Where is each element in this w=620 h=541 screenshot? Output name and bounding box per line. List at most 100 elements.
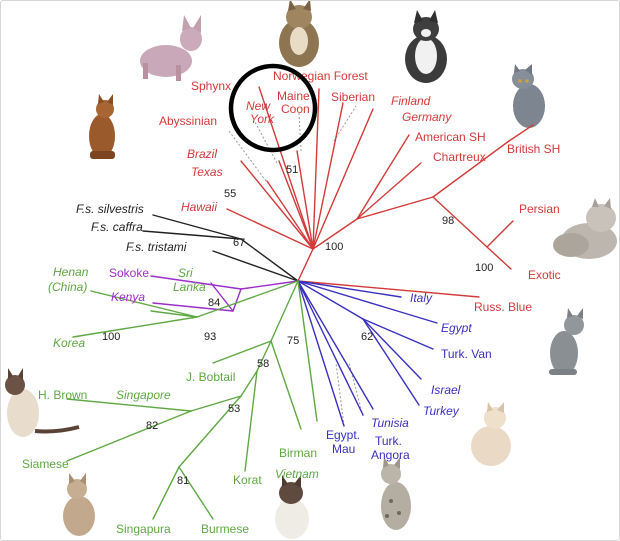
- branch-korat: [244, 370, 258, 472]
- branch-green-75: [270, 280, 299, 342]
- bootstrap-100-red: 100: [325, 241, 343, 253]
- highlight-circle-maine-coon: [228, 63, 318, 153]
- label-italy: Italy: [410, 291, 433, 305]
- branch-kenya: [152, 302, 234, 312]
- branch-chartreux: [356, 162, 422, 220]
- branch-birman: [270, 340, 302, 430]
- blue-labels: Italy Egypt Turk. Van Israel Turkey Tuni…: [326, 291, 492, 462]
- red-clade-branches: [226, 86, 534, 298]
- branch-new-york: [278, 160, 314, 250]
- branch-fs-caffra: [142, 230, 242, 240]
- dotted-connectors: [228, 105, 364, 427]
- label-abyssinian: Abyssinian: [159, 114, 217, 128]
- label-siamese: Siamese: [22, 457, 69, 471]
- branch-j-bobtail: [212, 340, 272, 364]
- branch-korea: [72, 316, 198, 338]
- branch-green-53: [240, 370, 258, 397]
- label-coon: Coon: [281, 102, 310, 116]
- label-singapura: Singapura: [116, 522, 171, 536]
- label-henan: Henan: [53, 265, 89, 279]
- purple-clade-branches: [150, 275, 299, 312]
- label-sokoke: Sokoke: [109, 266, 149, 280]
- label-turkey: Turkey: [423, 404, 460, 418]
- label-kenya: Kenya: [111, 290, 145, 304]
- label-siberian: Siberian: [331, 90, 375, 104]
- turkish-angora-cat-photo: [471, 402, 511, 466]
- branch-sri-lanka: [210, 282, 234, 312]
- branch-h-brown: [66, 398, 192, 412]
- label-china: (China): [48, 280, 87, 294]
- bootstrap-75: 75: [287, 335, 299, 347]
- label-chartreux: Chartreux: [433, 150, 486, 164]
- branch-red-100: [312, 218, 358, 250]
- branch-green-93: [196, 280, 299, 318]
- green-labels: Henan (China) Sri Lanka Korea J. Bobtail…: [22, 265, 319, 536]
- label-york: York: [250, 112, 275, 126]
- branch-red-stem: [297, 248, 314, 282]
- label-egypt-mau-1: Egypt.: [326, 428, 360, 442]
- label-british-sh: British SH: [507, 142, 560, 156]
- bootstrap-93: 93: [204, 331, 216, 343]
- maine-coon-cat-photo: [279, 1, 319, 67]
- dotted-connector-new-york: [254, 121, 278, 164]
- label-sri: Sri: [178, 266, 193, 280]
- branch-henan: [90, 290, 198, 318]
- bootstrap-81: 81: [177, 475, 189, 487]
- black-clade-branches: [142, 214, 299, 282]
- norwegian-forest-cat-photo: [405, 10, 447, 83]
- label-israel: Israel: [431, 383, 461, 397]
- branch-sphynx: [258, 86, 314, 250]
- branch-purple-stem: [240, 280, 299, 290]
- branch-green-100: [150, 310, 198, 318]
- red-labels: Sphynx Norwegian Forest Maine Coon Siber…: [159, 69, 561, 314]
- branch-turkey: [362, 318, 420, 406]
- label-maine: Maine: [277, 89, 310, 103]
- label-turk: Turk.: [375, 434, 402, 448]
- purple-labels: Sokoke Kenya: [109, 266, 149, 304]
- bootstrap-53: 53: [228, 403, 240, 415]
- branch-green-81: [178, 395, 242, 468]
- label-j-bobtail: J. Bobtail: [186, 370, 235, 384]
- label-brazil: Brazil: [187, 147, 217, 161]
- branch-vietnam: [297, 280, 318, 422]
- label-norwegian-forest: Norwegian Forest: [273, 69, 368, 83]
- label-birman: Birman: [279, 446, 317, 460]
- green-clade-branches: [66, 280, 318, 520]
- chartreux-cat-photo: [512, 64, 545, 128]
- dotted-connector-siberian: [333, 105, 357, 142]
- branch-finland-germany: [312, 108, 374, 250]
- label-korea: Korea: [53, 336, 85, 350]
- branch-siberian: [312, 102, 344, 250]
- branch-sokoke: [150, 275, 242, 290]
- bootstrap-100-persian: 100: [475, 262, 493, 274]
- branch-fs-tristami: [212, 250, 299, 282]
- label-new: New: [246, 99, 271, 113]
- branch-italy: [297, 280, 402, 298]
- label-turk-van: Turk. Van: [441, 347, 492, 361]
- label-angora: Angora: [371, 448, 410, 462]
- branch-blue-62: [297, 280, 364, 320]
- branch-turk-van: [362, 318, 434, 350]
- bootstrap-values: 51 55 67 98 100 100 84 100 93 62 75 58 5…: [102, 164, 493, 487]
- branch-maine-coon: [296, 150, 314, 250]
- label-sphynx: Sphynx: [191, 79, 231, 93]
- branch-persian-exotic: [432, 196, 488, 248]
- bootstrap-67: 67: [233, 237, 245, 249]
- bootstrap-62: 62: [361, 331, 373, 343]
- branch-green-58: [256, 340, 272, 372]
- bootstrap-58: 58: [257, 358, 269, 370]
- label-germany: Germany: [402, 110, 452, 124]
- branch-russ-blue: [297, 280, 480, 298]
- dotted-connector-egypt-mau: [335, 362, 345, 427]
- branch-tunisia: [297, 280, 374, 410]
- singapura-cat-photo: [63, 473, 95, 536]
- label-egypt-mau-2: Mau: [332, 442, 355, 456]
- branch-exotic: [486, 246, 512, 270]
- sphynx-cat-photo: [140, 15, 202, 81]
- branch-british-sh: [432, 140, 510, 198]
- bootstrap-98: 98: [442, 215, 454, 227]
- label-texas: Texas: [191, 165, 223, 179]
- siamese-cat-photo: [5, 368, 80, 437]
- label-russ-blue: Russ. Blue: [474, 300, 532, 314]
